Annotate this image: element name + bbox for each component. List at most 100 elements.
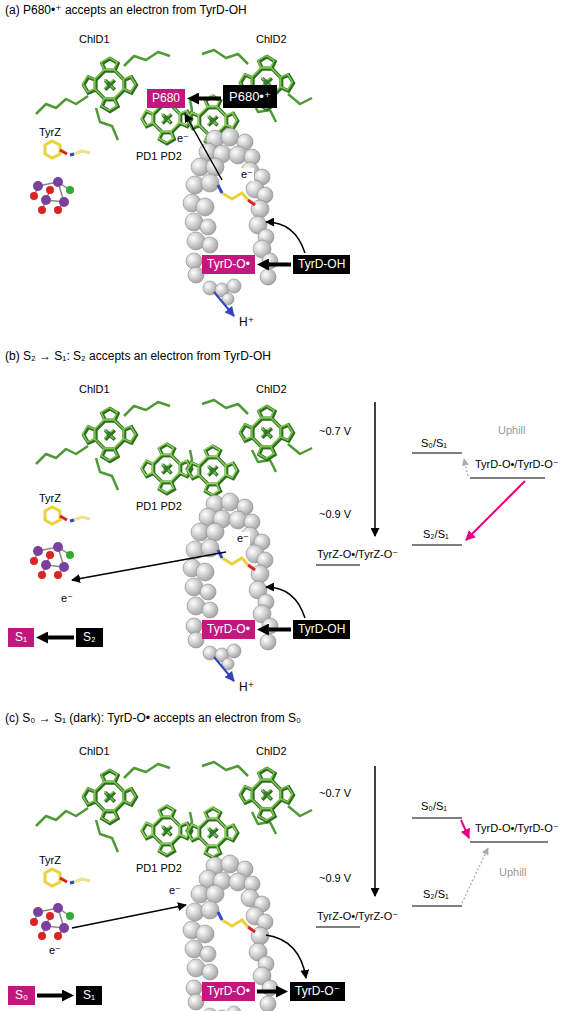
box-text: TyrD-O• <box>207 257 250 271</box>
box-text: P680•⁺ <box>229 89 271 104</box>
proton-arrow <box>214 292 234 316</box>
state-box: S₀ <box>8 986 35 1005</box>
electron-label: e⁻ <box>176 132 190 145</box>
transfer-arrow <box>199 97 221 101</box>
state-box: P680•⁺ <box>223 85 277 108</box>
box-text: TyrD-OH <box>298 622 345 636</box>
proton-arrow <box>214 657 234 681</box>
energy-diagram <box>374 766 376 896</box>
energy-diagram <box>412 817 462 818</box>
state-box: P680 <box>147 89 185 108</box>
electron-arrow <box>266 587 305 618</box>
energy-diagram <box>412 544 462 545</box>
molecule-label: ChlD2 <box>255 383 288 396</box>
panel-title: (a) P680•⁺ accepts an electron from TyrD… <box>4 4 248 17</box>
state-box: TyrD-O• <box>202 255 255 274</box>
tyrz-sticks <box>45 141 90 158</box>
electron-label: e⁻ <box>60 592 74 605</box>
uphill-note: Uphill <box>498 866 528 879</box>
electron-label: e⁻ <box>240 168 254 181</box>
energy-diagram <box>316 564 360 565</box>
level-label: TyrZ-O•/TyrZ-O⁻ <box>316 548 399 561</box>
state-box: S₁ <box>76 986 102 1005</box>
transfer-arrow <box>269 263 291 267</box>
electron-label: e⁻ <box>236 532 250 545</box>
potential-label: ~0.9 V <box>318 508 352 521</box>
energy-diagram <box>374 402 376 536</box>
box-text: TyrD-O• <box>207 622 250 636</box>
box-text: S₀ <box>15 988 28 1002</box>
potential-label: ~0.7 V <box>318 787 352 800</box>
electron-label: e⁻ <box>168 884 182 897</box>
state-box: TyrD-O• <box>202 982 255 1001</box>
chlorophyll-illustration <box>36 50 312 146</box>
box-text: S₂ <box>83 630 96 644</box>
potential-label: ~0.9 V <box>318 872 352 885</box>
proton-label: H⁺ <box>238 681 255 694</box>
mn-cluster <box>30 903 74 940</box>
energy-diagram <box>470 477 545 478</box>
molecule-label: ChlD1 <box>78 383 111 396</box>
level-label: S₂/S₁ <box>422 888 450 901</box>
level-label: TyrD-O•/TyrD-O⁻ <box>474 458 560 471</box>
molecule-label: ChlD2 <box>255 33 288 46</box>
panel-title: (b) S₂ → S₁: S₂ accepts an electron from… <box>4 350 272 363</box>
level-label: S₀/S₁ <box>420 437 448 450</box>
proton-label: H⁺ <box>238 316 255 329</box>
transfer-arrow <box>257 990 276 994</box>
energy-diagram <box>316 766 548 927</box>
level-label: S₂/S₁ <box>422 528 450 541</box>
box-text: TyrD-O• <box>207 984 250 998</box>
electron-arrow <box>266 935 306 978</box>
energy-diagram <box>461 820 469 838</box>
state-box: TyrD-O⁻ <box>290 982 345 1001</box>
mn-cluster <box>30 177 74 214</box>
molecule-label: TyrZ <box>38 854 62 867</box>
molecule-label: PD1 PD2 <box>135 500 183 513</box>
molecule-label: ChlD1 <box>78 745 111 758</box>
sphere-cluster <box>183 128 278 305</box>
box-text: S₁ <box>15 630 27 644</box>
chlorophyll-illustration <box>36 400 312 496</box>
electron-label: e⁻ <box>48 944 62 957</box>
state-box: S₁ <box>8 628 34 647</box>
electron-arrow <box>72 905 186 928</box>
state-box: S₂ <box>76 628 103 647</box>
level-label: S₀/S₁ <box>420 800 448 813</box>
level-label: TyrD-O•/TyrD-O⁻ <box>474 822 560 835</box>
energy-diagram <box>412 452 462 453</box>
transfer-arrow <box>37 994 62 998</box>
electron-arrow <box>72 552 226 580</box>
box-text: S₁ <box>83 988 95 1002</box>
energy-diagram <box>316 926 360 927</box>
state-box: TyrD-OH <box>293 255 350 274</box>
tyrd-sticks <box>218 185 255 205</box>
uphill-note: Uphill <box>497 424 527 437</box>
energy-diagram <box>462 848 488 903</box>
mn-cluster <box>30 542 74 579</box>
transfer-arrow <box>269 628 291 632</box>
energy-diagram <box>316 402 545 565</box>
sphere-cluster <box>183 493 278 670</box>
transfer-arrow <box>48 636 74 640</box>
tyrd-sticks <box>218 912 255 932</box>
panel-title: (c) S₀ → S₁ (dark): TyrD-O• accepts an e… <box>4 712 302 725</box>
energy-diagram <box>464 459 468 476</box>
electron-arrow <box>72 552 305 618</box>
state-box: TyrD-OH <box>293 620 350 639</box>
electron-arrow <box>72 905 306 978</box>
potential-label: ~0.7 V <box>318 425 352 438</box>
energy-diagram <box>470 841 548 842</box>
tyrz-sticks <box>45 507 90 524</box>
electron-arrow <box>185 114 305 253</box>
molecule-label: ChlD2 <box>255 745 288 758</box>
electron-arrow <box>266 222 305 253</box>
state-box: TyrD-O• <box>202 620 255 639</box>
electron-arrow <box>185 114 222 180</box>
box-text: P680 <box>152 91 180 105</box>
molecule-label: ChlD1 <box>78 33 111 46</box>
chlorophyll-illustration <box>36 762 312 858</box>
